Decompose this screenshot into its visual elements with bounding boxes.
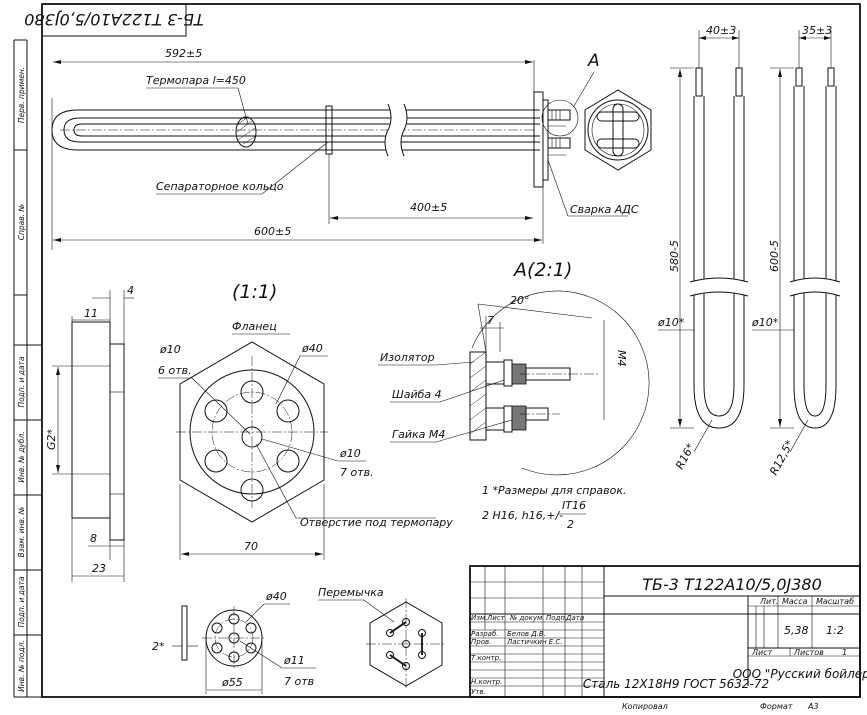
label-6-holes: 6 отв. [158,364,192,377]
tb-sheet-header: Лист [751,648,773,657]
tb-lit-header: Лит. [759,597,778,606]
tb-sheets-header: Листов [793,648,824,657]
detail-a-view: A(2:1) 20° 7 М4 Изолятор Шайба 4 Гайка М… [378,259,650,476]
label-insulator: Изолятор [380,351,435,364]
tb-copied: Копировал [622,702,668,711]
view-a-scaled: A(2:1) [512,259,572,281]
label-thermo-hole: Отверстие под термопару [300,516,453,529]
label-thermocouple: Термопара l=450 [146,74,246,87]
dim-r12-5: R12,5* [767,438,796,478]
label-separator-ring: Сепараторное кольцо [156,180,284,193]
tb-col-sheet: Лист [486,614,506,622]
plate-views: 2* ø40 ø11 7 отв ø55 [152,590,316,694]
tb-main-designation: ТБ-3 Т122А10/5,0J380 [642,575,822,594]
dim-70: 70 [244,540,258,553]
dim-600-vertical: 600-5 [768,240,781,272]
dim-592: 592±5 [165,47,202,60]
flange-scale: (1:1) [232,281,277,303]
tb-scale-header: Масштаб [816,597,854,606]
label-weld: Сварка АДС [570,203,639,216]
view-a-letter: A [587,51,600,71]
drawing-frame: ТБ-3 Т122А10/5,0J380 [24,3,861,698]
flange-side-view: 4 11 G2* 8 23 [45,284,134,582]
tb-col-sign: Подп. [546,614,567,622]
dim-phi10-7: ø10 [339,447,361,460]
tb-role-dev: Разраб. [471,630,499,638]
note-2-numerator: IT16 [562,499,586,512]
note-2: 2 H16, h16,+/- [482,509,563,522]
tb-scale-value: 1:2 [826,624,844,637]
dim-phi10-holes: ø10 [159,343,181,356]
dim-400: 400±5 [410,201,447,214]
dim-angle-20: 20° [510,294,530,307]
tb-material: Сталь 12Х18Н9 ГОСТ 5632-72 [583,677,769,691]
side-strip: Перв. примен. Справ. № Подп. и дата Инв.… [13,39,42,698]
strip-label-1: Перв. примен. [17,67,26,123]
dim-m4: М4 [615,350,628,367]
dim-7: 7 [487,314,494,327]
dim-4: 4 [127,284,134,297]
dim-r16: R16* [673,441,697,472]
label-7-holes-plate: 7 отв [284,675,314,688]
dim-580: 580-5 [668,240,681,272]
dim-phi10-b: ø10* [751,316,779,329]
label-washer: Шайба 4 [392,388,442,401]
tb-role-check: Пров. [471,638,491,646]
dim-23: 23 [92,562,106,575]
main-dimensions: 592±5 600±5 400±5 Термопара l=450 Сепара… [51,47,639,250]
strip-label-2: Справ. № [17,204,26,241]
dim-phi10-a: ø10* [657,316,685,329]
tb-designation: Изм. [471,614,487,622]
tb-format-header: Формат [760,702,793,711]
dim-600: 600±5 [254,225,291,238]
strip-label-3: Подп. и дата [17,356,26,407]
label-nut: Гайка М4 [392,428,445,441]
dim-2: 2* [152,640,165,653]
tb-name-dev: Белов Д.В. [507,630,546,638]
title-block: Изм. Лист № докум. Подп. Дата Разраб. Пр… [469,565,867,711]
tb-role-tcontrol: Т.контр. [471,654,501,662]
tb-company: ООО "Русский бойлер" [733,667,867,681]
strip-label-6: Подп. и дата [17,576,26,627]
tb-sheets-value: 1 [842,648,847,657]
dim-phi11: ø11 [283,654,305,667]
tb-mass-value: 5,38 [784,624,809,637]
jumper-view: Перемычка [318,586,446,690]
tb-role-ncontrol: Н.контр. [471,678,502,686]
tb-role-approve: Утв. [471,688,486,696]
heater-front-view: A [51,51,600,188]
tb-col-docnum: № докум. [509,614,545,622]
tb-format-value: А3 [807,702,819,711]
hex-end-view [584,89,652,171]
dim-phi40: ø40 [301,342,323,355]
tb-name-check: Ластичкин Е.С. [506,638,563,646]
dim-11: 11 [84,307,98,320]
note-1: 1 *Размеры для справок. [482,484,627,497]
dim-phi55: ø55 [221,676,243,689]
note-2-denominator: 2 [567,518,574,531]
strip-label-7: Инв. № подл. [17,640,26,692]
dim-phi40-plate: ø40 [265,590,287,603]
dim-35-width: 35±3 [802,24,832,37]
tb-col-date: Дата [565,614,584,622]
element-u-600: 35±3 600-5 ø10* R12,5* [751,24,841,478]
label-flange: Фланец [232,320,277,333]
strip-label-5: Взам. инв. № [17,506,26,557]
label-jumper: Перемычка [318,586,384,599]
tb-mass-header: Масса [782,597,808,606]
flange-plan-view: (1:1) Фланец ø10 6 отв. ø40 ø10 7 отв. О… [158,281,453,560]
label-7-holes: 7 отв. [340,466,374,479]
strip-label-4: Инв. № дубл. [17,431,26,482]
dim-g2: G2* [45,428,58,450]
notes: 1 *Размеры для справок. 2 H16, h16,+/- I… [482,484,627,531]
dim-8: 8 [90,532,97,545]
element-u-580: 40±3 580-5 ø10* R16* [657,24,749,472]
dim-40-width: 40±3 [706,24,736,37]
top-designation: ТБ-3 Т122А10/5,0J380 [24,10,204,29]
